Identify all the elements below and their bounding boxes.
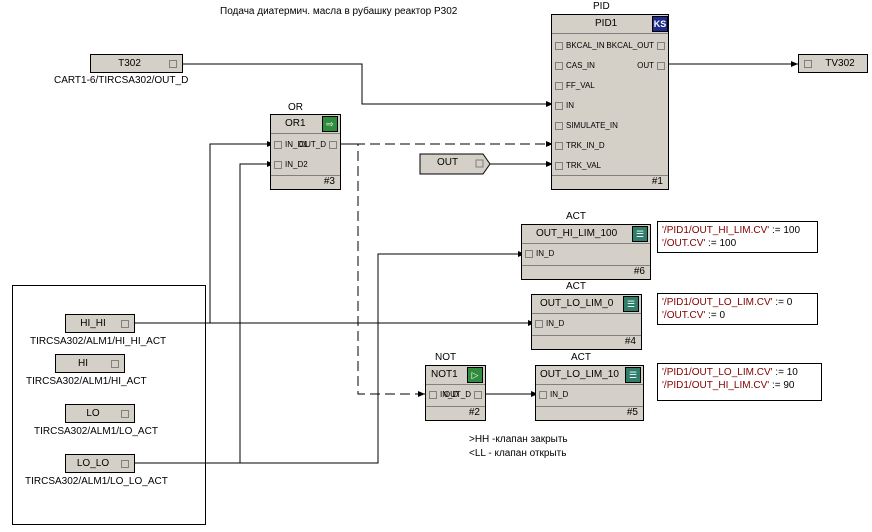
not-port-in-d[interactable]: IN_D bbox=[429, 390, 458, 400]
ref-hi-label: HI bbox=[78, 358, 88, 369]
act5-block-number: #5 bbox=[626, 407, 638, 418]
ref-lo-path: TIRCSA302/ALM1/LO_ACT bbox=[34, 426, 158, 437]
pid-port-cas-in[interactable]: CAS_IN bbox=[555, 61, 595, 71]
ref-lo-label: LO bbox=[86, 408, 100, 419]
act6-expression[interactable]: '/PID1/OUT_HI_LIM.CV' := 100 '/OUT.CV' :… bbox=[657, 221, 818, 253]
ref-out-label: OUT bbox=[437, 157, 459, 168]
not-block[interactable]: NOT1 ▷ IN_D OUT_D #2 bbox=[425, 365, 486, 421]
wire-lolo-to-act6 bbox=[135, 253, 525, 464]
pid-port-in[interactable]: IN bbox=[555, 101, 574, 111]
or-block-name: OR1 bbox=[285, 118, 306, 129]
pid-port-ff-val[interactable]: FF_VAL bbox=[555, 81, 595, 91]
pid-block-name: PID1 bbox=[595, 18, 618, 29]
act-block-out-lo-lim-10[interactable]: OUT_LO_LIM_10 ☰ IN_D #5 bbox=[535, 365, 644, 421]
not-footer-divider bbox=[426, 406, 485, 407]
act5-expression[interactable]: '/PID1/OUT_LO_LIM.CV' := 10 '/PID1/OUT_H… bbox=[657, 363, 822, 401]
act6-port-in-d[interactable]: IN_D bbox=[525, 249, 554, 259]
arrow-pid-in bbox=[546, 101, 553, 107]
not-block-number: #2 bbox=[468, 407, 480, 418]
ref-lo[interactable]: LO bbox=[65, 404, 135, 423]
ref-hi-hi-path: TIRCSA302/ALM1/HI_HI_ACT bbox=[30, 336, 167, 347]
pid-port-trk-val[interactable]: TRK_VAL bbox=[555, 161, 601, 171]
act4-expression[interactable]: '/PID1/OUT_LO_LIM.CV' := 0 '/OUT.CV' := … bbox=[657, 293, 818, 325]
or-port-in-d1[interactable]: IN_D1 bbox=[274, 140, 308, 150]
act4-type-label: ACT bbox=[566, 281, 586, 292]
action-list-icon: ☰ bbox=[623, 296, 639, 312]
arrow-pid-trkind bbox=[546, 141, 553, 147]
pid-header-divider bbox=[552, 33, 668, 34]
not-gate-icon: ▷ bbox=[467, 367, 483, 383]
ref-hi-hi-label: HI_HI bbox=[80, 318, 106, 329]
ref-out-shape[interactable] bbox=[419, 153, 491, 175]
act-block-out-lo-lim-0[interactable]: OUT_LO_LIM_0 ☰ IN_D #4 bbox=[531, 294, 642, 350]
arrow-tv302 bbox=[791, 61, 798, 67]
note-hh: >HH -клапан закрыть bbox=[469, 434, 568, 445]
alarm-inputs-frame bbox=[12, 285, 206, 525]
act6-header-divider bbox=[522, 243, 650, 244]
arrow-not-in bbox=[418, 391, 425, 397]
act4-header-divider bbox=[532, 313, 641, 314]
act4-block-name: OUT_LO_LIM_0 bbox=[540, 298, 614, 309]
wire-or-to-not bbox=[350, 143, 425, 395]
pid-port-out[interactable]: OUT bbox=[637, 61, 665, 71]
not-block-name: NOT1 bbox=[431, 369, 458, 380]
ref-hi-hi[interactable]: HI_HI bbox=[65, 314, 135, 333]
pid-type-label: PID bbox=[593, 1, 610, 12]
pid-block[interactable]: PID1 KS BKCAL_IN CAS_IN FF_VAL IN SIMULA… bbox=[551, 14, 669, 190]
act6-block-name: OUT_HI_LIM_100 bbox=[536, 228, 618, 239]
or-header-divider bbox=[271, 133, 340, 134]
pid-port-bkcal-out[interactable]: BKCAL_OUT bbox=[606, 41, 665, 51]
ref-t302-label: T302 bbox=[118, 58, 141, 69]
or-gate-icon: ⇨ bbox=[322, 116, 338, 132]
pid-port-trk-in-d[interactable]: TRK_IN_D bbox=[555, 141, 605, 151]
pid-block-number: #1 bbox=[651, 176, 663, 187]
act6-footer-divider bbox=[522, 265, 650, 266]
pid-port-bkcal-in[interactable]: BKCAL_IN bbox=[555, 41, 605, 51]
ks-icon: KS bbox=[652, 16, 668, 32]
not-port-out-d[interactable]: OUT_D bbox=[444, 390, 482, 400]
ref-lo-lo[interactable]: LO_LO bbox=[65, 454, 135, 473]
act5-header-divider bbox=[536, 384, 643, 385]
act6-block-number: #6 bbox=[633, 266, 645, 277]
ref-t302-path: CART1-6/TIRCSA302/OUT_D bbox=[54, 75, 189, 86]
or-port-out-d[interactable]: OUT_D bbox=[299, 140, 337, 150]
action-list-icon: ☰ bbox=[632, 226, 648, 242]
act4-block-number: #4 bbox=[624, 336, 636, 347]
ref-lo-lo-label: LO_LO bbox=[76, 458, 110, 469]
or-block[interactable]: OR1 ⇨ IN_D1 IN_D2 OUT_D #3 bbox=[270, 114, 341, 190]
diagram-title: Подача диатермич. масла в рубашку реакто… bbox=[220, 6, 458, 17]
act5-type-label: ACT bbox=[571, 352, 591, 363]
act-block-out-hi-lim-100[interactable]: OUT_HI_LIM_100 ☰ IN_D #6 bbox=[521, 224, 651, 280]
or-type-label: OR bbox=[288, 102, 303, 113]
ref-lo-lo-path: TIRCSA302/ALM1/LO_LO_ACT bbox=[25, 476, 168, 487]
ref-t302[interactable]: T302 bbox=[90, 54, 183, 73]
action-list-icon: ☰ bbox=[625, 367, 641, 383]
act4-footer-divider bbox=[532, 335, 641, 336]
act6-type-label: ACT bbox=[566, 211, 586, 222]
ref-tv302[interactable]: TV302 bbox=[798, 54, 868, 73]
not-type-label: NOT bbox=[435, 352, 457, 363]
wire-t302-to-pid-in bbox=[183, 63, 553, 105]
ref-tv302-label: TV302 bbox=[825, 58, 855, 69]
or-footer-divider bbox=[271, 175, 340, 176]
note-ll: <LL - клапан открыть bbox=[469, 448, 567, 459]
arrow-pid-trkval bbox=[546, 161, 553, 167]
pid-port-simulate-in[interactable]: SIMULATE_IN bbox=[555, 121, 618, 131]
act5-port-in-d[interactable]: IN_D bbox=[539, 390, 568, 400]
act5-block-name: OUT_LO_LIM_10 bbox=[540, 369, 619, 380]
ref-hi[interactable]: HI bbox=[55, 354, 125, 373]
act5-footer-divider bbox=[536, 406, 643, 407]
pid-footer-divider bbox=[552, 175, 668, 176]
act4-port-in-d[interactable]: IN_D bbox=[535, 319, 564, 329]
or-block-number: #3 bbox=[323, 176, 335, 187]
or-port-in-d2[interactable]: IN_D2 bbox=[274, 160, 308, 170]
ref-hi-path: TIRCSA302/ALM1/HI_ACT bbox=[26, 376, 147, 387]
arrow-act5 bbox=[531, 391, 538, 397]
not-header-divider bbox=[426, 384, 485, 385]
